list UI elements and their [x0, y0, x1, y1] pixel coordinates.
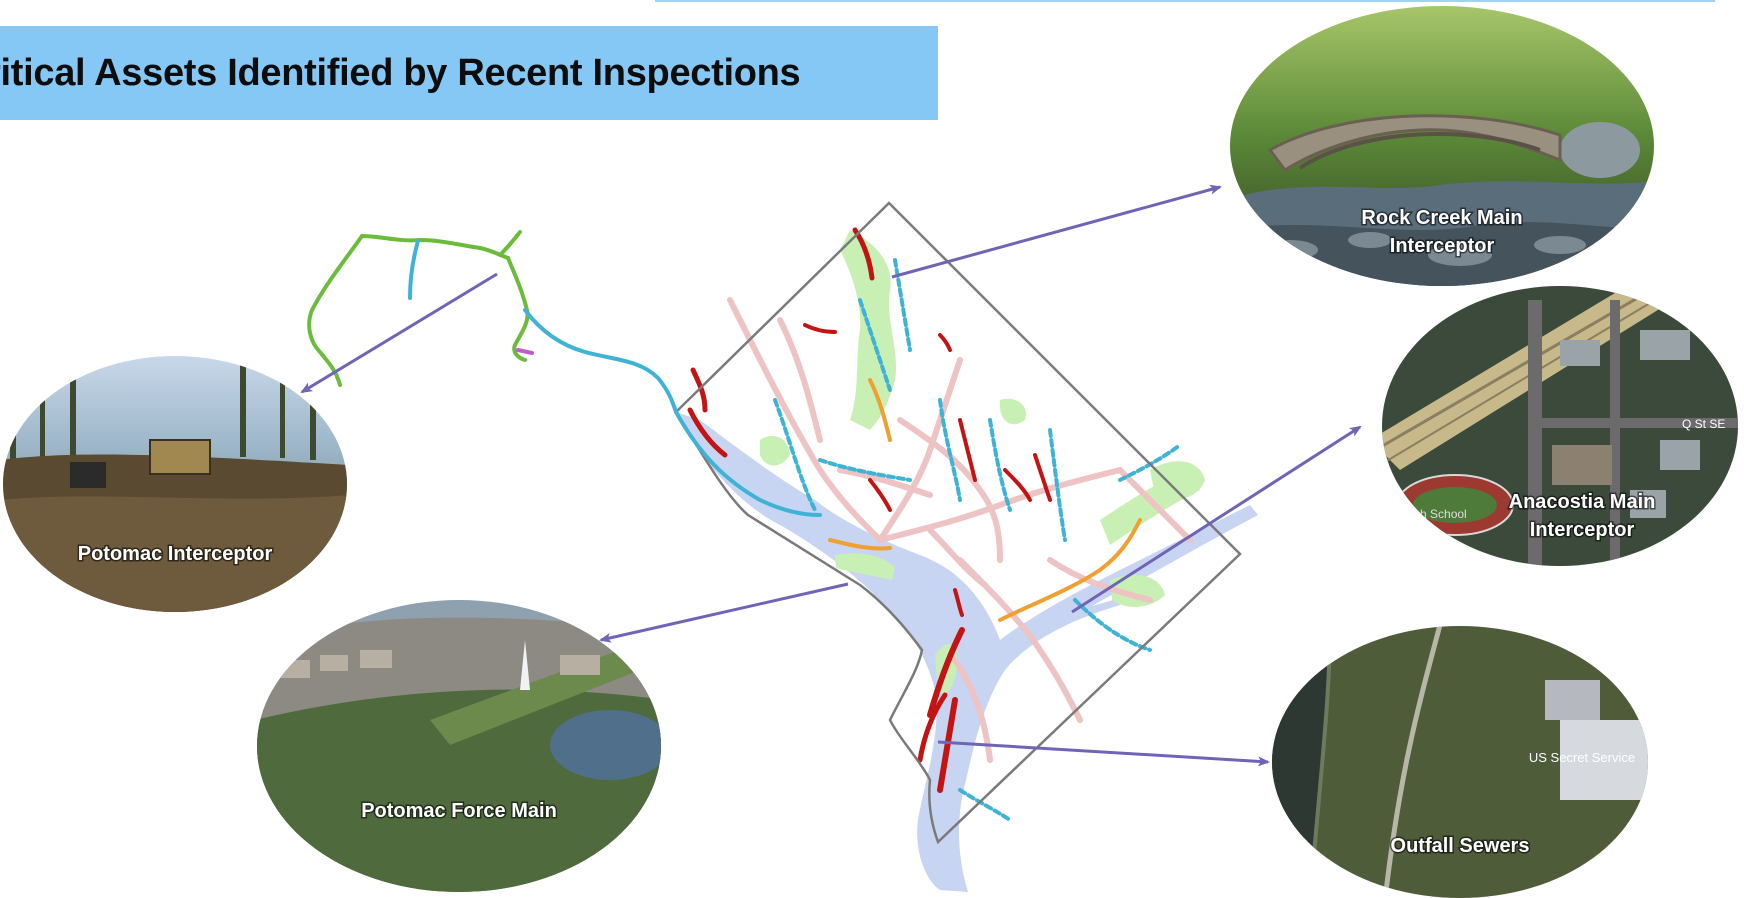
sewer-lines-pink: [727, 297, 1193, 763]
photo-potomac-interceptor: Potomac Interceptor: [3, 356, 347, 612]
photo-rock-creek: Rock Creek Main Interceptor: [1230, 6, 1654, 286]
pink-line-2: [877, 357, 963, 543]
outfall-label: Outfall Sewers: [1391, 835, 1530, 857]
blue-line-4: [1048, 428, 1067, 542]
page-title: ritical Assets Identified by Recent Insp…: [0, 51, 801, 94]
blue-line-10: [773, 398, 817, 512]
interceptor-green-west: [360, 234, 510, 260]
orange-line-2: [868, 378, 892, 442]
arrow-to-outfall: [937, 740, 1270, 767]
dozer: [149, 439, 211, 475]
tidal-basin: [868, 573, 905, 603]
top-rule: [655, 0, 1715, 2]
potomac-river: [676, 412, 1130, 892]
rock-creek-label-line2: Interceptor: [1390, 235, 1495, 257]
arrow-to-anacostia: [1071, 425, 1362, 614]
interceptor-blue-spur: [408, 239, 420, 300]
potomac-interceptor-label: Potomac Interceptor: [78, 543, 273, 565]
fort-totten-park: [999, 398, 1026, 425]
glover-park: [760, 435, 790, 466]
arrow-to-rock-creek: [891, 184, 1222, 279]
building-label: US Secret Service: [1529, 750, 1635, 765]
red-line-2: [690, 367, 708, 413]
blue-line-5: [858, 298, 892, 392]
interceptor-blue-main: [523, 308, 678, 414]
interceptor-green-branch: [506, 256, 530, 362]
pink-line-9: [1117, 467, 1193, 543]
red-line-6: [917, 692, 948, 763]
red-line-9: [1003, 468, 1032, 502]
red-line-12: [868, 478, 892, 512]
blue-line-1: [893, 258, 912, 352]
red-line-7: [938, 333, 952, 352]
pink-line-1: [727, 297, 883, 543]
photo-potomac-force-main: Potomac Force Main: [257, 600, 661, 892]
blue-line-7: [958, 788, 1012, 822]
pink-line-5: [777, 317, 823, 443]
sewer-network-map: [674, 201, 1258, 892]
orange-line-3: [828, 538, 892, 551]
rock-creek-label-line1: Rock Creek Main: [1361, 207, 1522, 229]
interceptor-magenta-segment: [516, 348, 534, 355]
red-line-11: [953, 588, 964, 617]
interceptor-green-loop: [307, 234, 364, 387]
pink-line-4: [897, 417, 1003, 563]
red-line-13: [803, 323, 837, 334]
pink-line-8: [952, 657, 993, 763]
red-line-8: [958, 418, 977, 482]
blue-line-3: [988, 418, 1012, 512]
pink-line-6: [837, 467, 933, 498]
red-line-4: [927, 627, 965, 718]
national-mall: [835, 553, 895, 580]
interceptor-blue-river: [674, 410, 822, 517]
blue-line-8: [818, 458, 912, 482]
anacostia-label-line2: Interceptor: [1530, 519, 1635, 541]
dc-boundary: [674, 201, 1242, 845]
arrow-to-potomac-force-main: [599, 582, 849, 643]
pink-line-3: [877, 467, 1123, 543]
interceptor-green-spur: [498, 230, 522, 257]
school-label: High School: [1402, 507, 1467, 521]
arrow-to-potomac-interceptor: [300, 272, 498, 394]
red-line-5: [937, 697, 958, 793]
white-building: [1560, 720, 1648, 800]
tidal-basin-photo: [550, 710, 661, 780]
potomac-interceptor-route: [307, 230, 822, 517]
callout-arrows: [300, 184, 1362, 767]
sewer-lines-red: [687, 227, 1052, 793]
street-label: Q St SE: [1682, 417, 1725, 431]
red-line-10: [1033, 453, 1052, 502]
sewer-lines-orange: [828, 378, 1142, 622]
pink-line-11: [927, 527, 988, 588]
photo-outfall: US Secret Service Outfall Sewers: [1272, 626, 1648, 898]
blue-line-2: [938, 398, 962, 502]
photo-anacostia: Q St SE High School Anacostia Main Inter…: [1382, 286, 1738, 566]
red-line-3: [687, 407, 728, 458]
orange-line-1: [998, 518, 1142, 622]
title-banner: ritical Assets Identified by Recent Insp…: [0, 26, 938, 120]
pink-line-10: [1047, 557, 1153, 603]
anacostia-label-line1: Anacostia Main: [1509, 491, 1656, 513]
potomac-force-main-label: Potomac Force Main: [361, 800, 557, 822]
road: [1382, 626, 1443, 898]
national-arboretum: [1150, 461, 1205, 500]
